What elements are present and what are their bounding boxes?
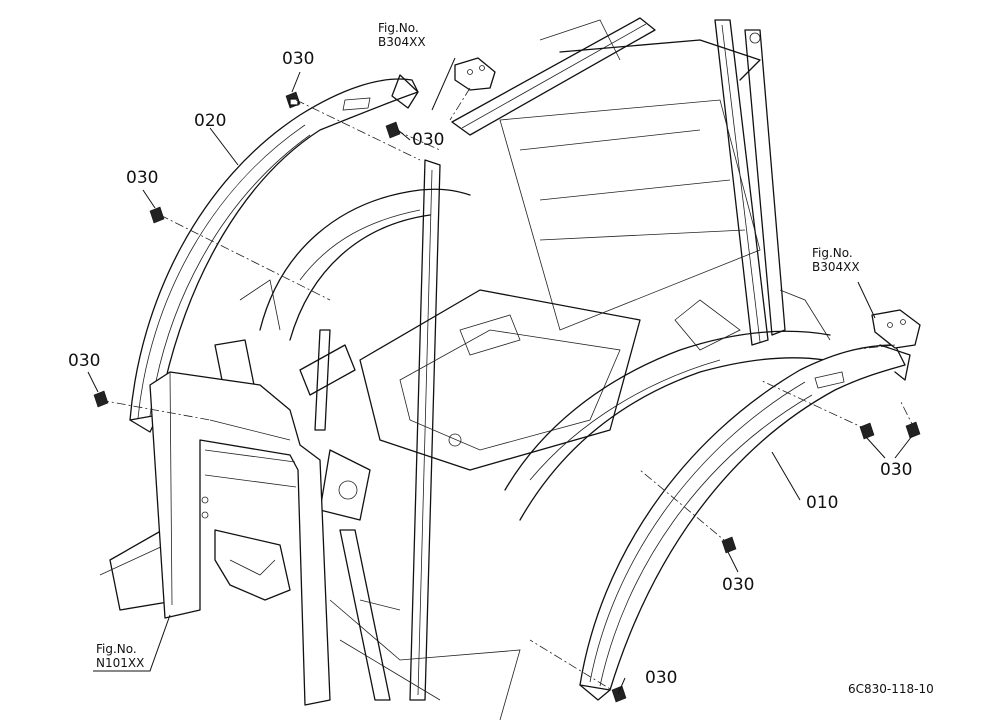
- label-030-center: 030: [722, 575, 755, 595]
- bolt-2: [385, 121, 401, 139]
- figref-b304-right-line2: B304XX: [812, 260, 860, 274]
- bolt-5: [859, 422, 875, 440]
- figref-b304-top-line1: Fig.No.: [378, 21, 419, 35]
- figref-b304-top-line2: B304XX: [378, 35, 426, 49]
- drawing-code: 6C830-118-10: [848, 682, 934, 696]
- bolt-1: [285, 91, 301, 109]
- label-030-bracket: 030: [412, 130, 445, 150]
- bolt-7: [721, 536, 737, 554]
- figref-n101: Fig.No. N101XX: [96, 642, 144, 670]
- label-030-top: 030: [282, 49, 315, 69]
- cab-frame: [99, 17, 831, 721]
- step-panel: [149, 371, 331, 706]
- figref-n101-line2: N101XX: [96, 656, 145, 670]
- figref-b304-right-line1: Fig.No.: [812, 246, 853, 260]
- label-030-bottom: 030: [645, 668, 678, 688]
- figref-n101-line1: Fig.No.: [96, 642, 137, 656]
- assembly-lines: [99, 87, 916, 696]
- label-030-left-upper: 030: [126, 168, 159, 188]
- bolt-6: [905, 421, 921, 439]
- figref-b304-right: Fig.No. B304XX: [812, 246, 860, 274]
- bolt-4: [93, 390, 109, 408]
- figref-b304-top: Fig.No. B304XX: [378, 21, 426, 49]
- bracket-right: [871, 309, 921, 349]
- leader-lines: [87, 57, 913, 695]
- label-020: 020: [194, 111, 227, 131]
- label-030-left-lower: 030: [68, 351, 101, 371]
- label-030-right: 030: [880, 460, 913, 480]
- bracket-top: [454, 57, 496, 91]
- label-010: 010: [806, 493, 839, 513]
- bolt-3: [149, 206, 165, 224]
